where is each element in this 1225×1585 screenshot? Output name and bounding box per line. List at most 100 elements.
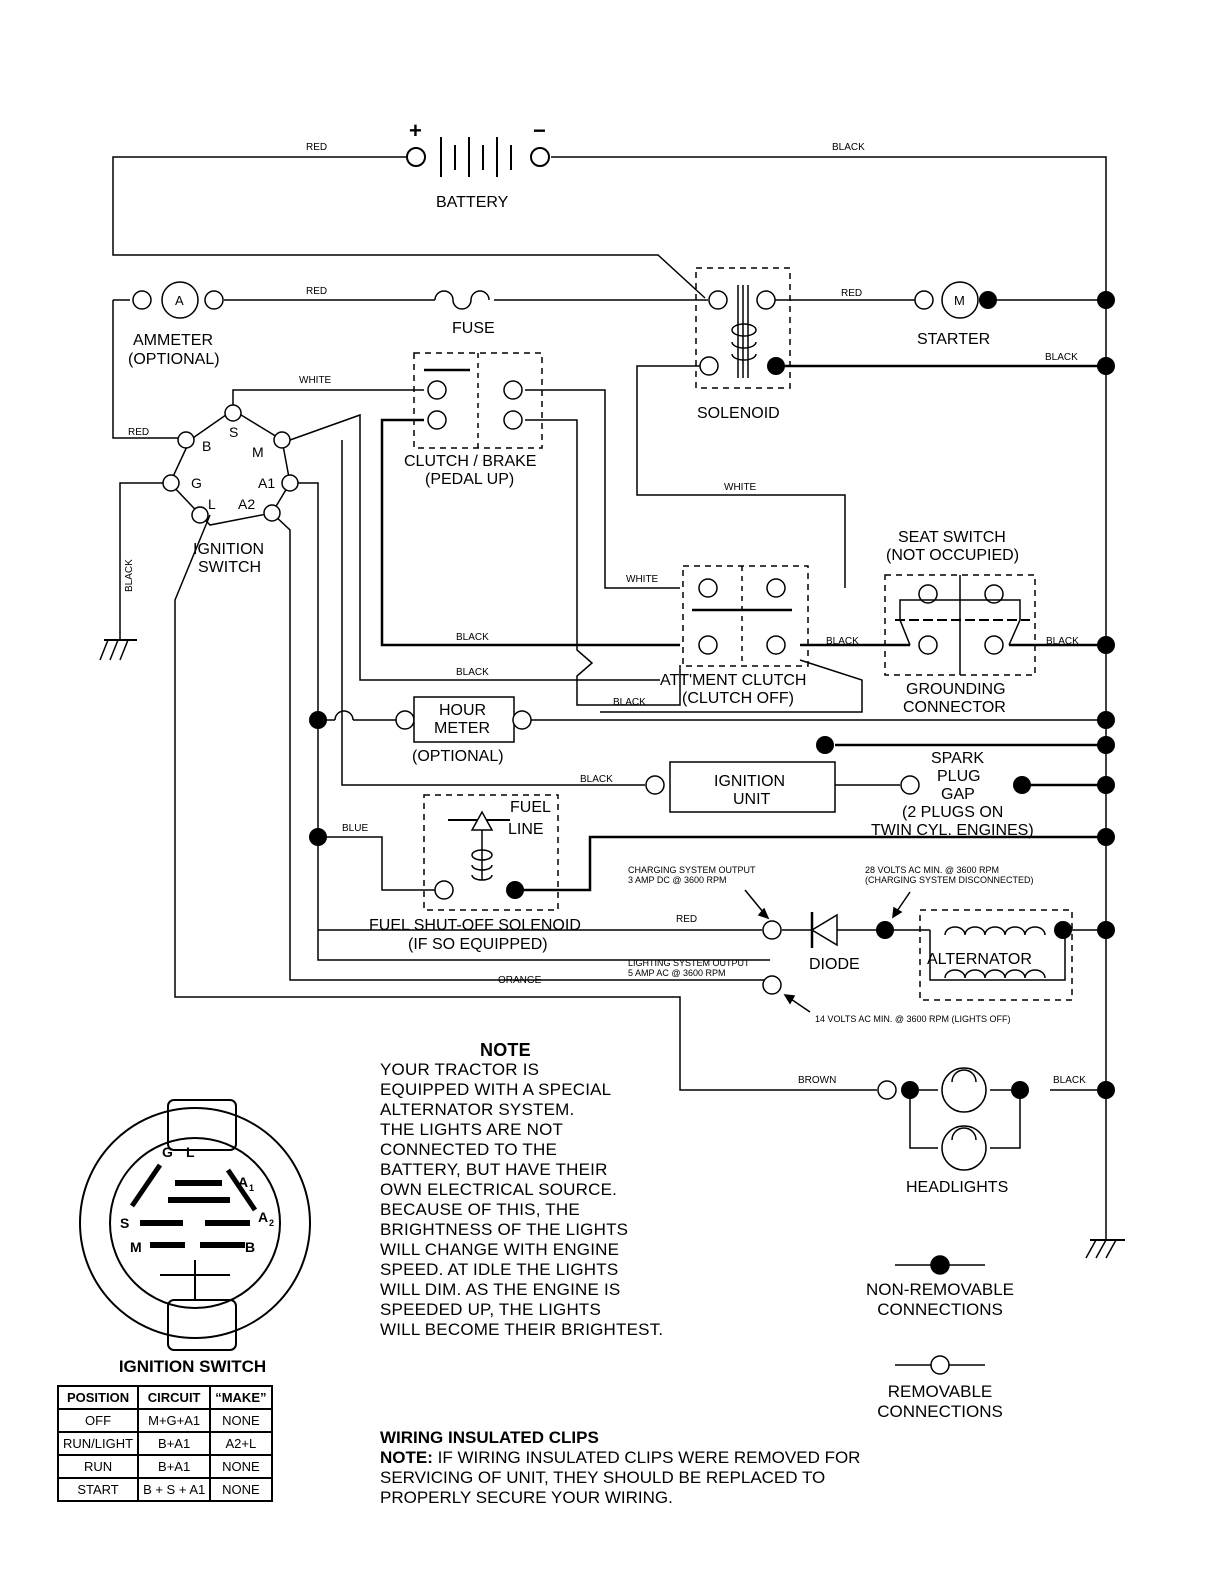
note-line: YOUR TRACTOR IS	[380, 1060, 540, 1079]
note-line: BATTERY, BUT HAVE THEIR	[380, 1160, 608, 1179]
attachment-clutch-sub-label: (CLUTCH OFF)	[682, 690, 794, 707]
ignition-switch	[162, 404, 299, 526]
wire-alt-loop	[929, 930, 1066, 981]
fuse	[434, 290, 490, 310]
note-line: SPEEDED UP, THE LIGHTS	[380, 1300, 602, 1319]
seat-switch-sub-label: (NOT OCCUPIED)	[886, 547, 1019, 564]
note-block: NOTE YOUR TRACTOR IS EQUIPPED WITH A SPE…	[380, 1040, 663, 1340]
terminal-l: L	[208, 496, 216, 512]
legend-nonremovable-line-1: NON-REMOVABLE	[866, 1280, 1014, 1299]
legend-nonremovable: NON-REMOVABLE CONNECTIONS	[850, 1280, 1030, 1320]
ignition-unit-sub-label: UNIT	[733, 791, 771, 808]
spark-plug-label-5: TWIN CYL. ENGINES)	[871, 822, 1034, 839]
volts-28-label: 28 VOLTS AC MIN. @ 3600 RPM	[865, 865, 999, 875]
table-row: RUN/LIGHT B+A1 A2+L	[56, 1431, 273, 1456]
wire-label-black-3: BLACK	[124, 559, 135, 592]
wire-fuel-ground	[515, 835, 1106, 892]
clips-line: IF WIRING INSULATED CLIPS WERE REMOVED F…	[437, 1448, 861, 1467]
clips-line: PROPERLY SECURE YOUR WIRING.	[380, 1488, 673, 1507]
wire-label-white-3: WHITE	[626, 574, 659, 585]
legend-removable-line-1: REMOVABLE	[887, 1382, 993, 1401]
clutch-brake-label: CLUTCH / BRAKE	[404, 453, 536, 470]
table-row: START B + S + A1 NONE	[56, 1477, 273, 1502]
headlights	[877, 1067, 987, 1171]
wire-att-bracket	[600, 659, 863, 713]
hour-meter-label: HOUR	[439, 702, 486, 719]
legend-removable-line-2: CONNECTIONS	[877, 1402, 1003, 1421]
terminal-g: G	[191, 475, 202, 491]
table-row: OFF M+G+A1 NONE	[56, 1408, 273, 1433]
hour-meter-sub-label: METER	[434, 720, 490, 737]
attachment-clutch-switch	[682, 565, 809, 667]
wire-solenoid-white	[636, 365, 846, 588]
ammeter-label: AMMETER	[133, 332, 213, 349]
ground-hatches	[99, 639, 1117, 1259]
note-line: ALTERNATOR SYSTEM.	[380, 1100, 575, 1119]
wire-orange	[271, 512, 766, 981]
volts-28-sub-label: (CHARGING SYSTEM DISCONNECTED)	[865, 875, 1034, 885]
wire-label-orange: ORANGE	[498, 975, 542, 986]
wire-battery-positive	[112, 156, 706, 299]
annotation-arrows	[744, 889, 911, 1013]
table-cell: A2+L	[209, 1431, 273, 1456]
note-line: THE LIGHTS ARE NOT	[380, 1120, 564, 1139]
table-cell: B+A1	[137, 1454, 212, 1479]
lighting-output-label: LIGHTING SYSTEM OUTPUT	[628, 958, 750, 968]
diagram-labels: + − BATTERY RED BLACK A AMMETER (OPTIONA…	[120, 118, 1086, 1255]
note-line: OWN ELECTRICAL SOURCE.	[380, 1180, 618, 1199]
wire-label-black-6: BLACK	[826, 636, 859, 647]
ammeter-optional-label: (OPTIONAL)	[128, 351, 220, 368]
wire-label-black-2: BLACK	[1045, 352, 1078, 363]
face-a2-sub: 2	[269, 1218, 274, 1228]
table-cell: RUN/LIGHT	[56, 1431, 140, 1456]
lighting-output-sub-label: 5 AMP AC @ 3600 RPM	[628, 968, 726, 978]
ammeter-a-label: A	[175, 293, 184, 308]
note-line: CONNECTED TO THE	[380, 1140, 558, 1159]
charging-output-label: CHARGING SYSTEM OUTPUT	[628, 865, 756, 875]
wire-label-red-5: RED	[676, 914, 697, 925]
hour-meter-optional-label: (OPTIONAL)	[412, 748, 504, 765]
spark-plug-label-1: SPARK	[931, 750, 984, 767]
battery	[406, 137, 550, 177]
clips-line: SERVICING OF UNIT, THEY SHOULD BE REPLAC…	[380, 1468, 826, 1487]
face-b: B	[245, 1239, 255, 1255]
fuel-line-label-1: FUEL	[510, 799, 551, 816]
wire-ignition-unit	[341, 440, 645, 786]
wire-blue	[318, 836, 435, 891]
ignition-unit	[645, 761, 920, 813]
table-cell: NONE	[209, 1408, 273, 1433]
charging-output-sub-label: 3 AMP DC @ 3600 RPM	[628, 875, 727, 885]
face-g: G	[162, 1144, 173, 1160]
ignition-switch-label: IGNITION	[193, 541, 264, 558]
wire-label-black-8: BLACK	[613, 697, 646, 708]
seat-switch	[884, 574, 1036, 676]
fuel-shutoff-solenoid	[423, 794, 559, 911]
table-cell: OFF	[56, 1408, 140, 1433]
wire-m-black	[289, 413, 660, 681]
note-line: WILL DIM. AS THE ENGINE IS	[380, 1280, 621, 1299]
ignition-switch-face	[79, 1099, 311, 1351]
terminal-b: B	[202, 438, 211, 454]
alternator-label: ALTERNATOR	[927, 951, 1032, 968]
hour-meter	[334, 696, 532, 743]
table-header: CIRCUIT	[137, 1385, 212, 1410]
note-line: EQUIPPED WITH A SPECIAL	[380, 1080, 612, 1099]
wire-hl2-b	[990, 1090, 1021, 1149]
ignition-table: POSITION CIRCUIT “MAKE” OFF M+G+A1 NONE …	[56, 1385, 273, 1502]
wiring-clips-note: WIRING INSULATED CLIPS NOTE: IF WIRING I…	[380, 1428, 980, 1508]
wire-label-blue: BLUE	[342, 823, 368, 834]
spark-plug-label-2: PLUG	[937, 768, 981, 785]
wire-label-brown: BROWN	[798, 1075, 836, 1086]
ignition-unit-label: IGNITION	[714, 773, 785, 790]
fuel-solenoid-label: FUEL SHUT-OFF SOLENOID	[369, 917, 581, 934]
note-title: NOTE	[480, 1040, 531, 1060]
fuel-line-label-2: LINE	[508, 821, 544, 838]
wire-label-black-5: BLACK	[456, 667, 489, 678]
table-row: RUN B+A1 NONE	[56, 1454, 273, 1479]
starter-m-label: M	[954, 293, 965, 308]
wire-red-ignition-b	[112, 300, 178, 439]
diode-label: DIODE	[809, 956, 860, 973]
legend-removable: REMOVABLE CONNECTIONS	[850, 1382, 1030, 1422]
spark-plug-label-3: GAP	[941, 786, 975, 803]
wire-label-black-9: BLACK	[580, 774, 613, 785]
